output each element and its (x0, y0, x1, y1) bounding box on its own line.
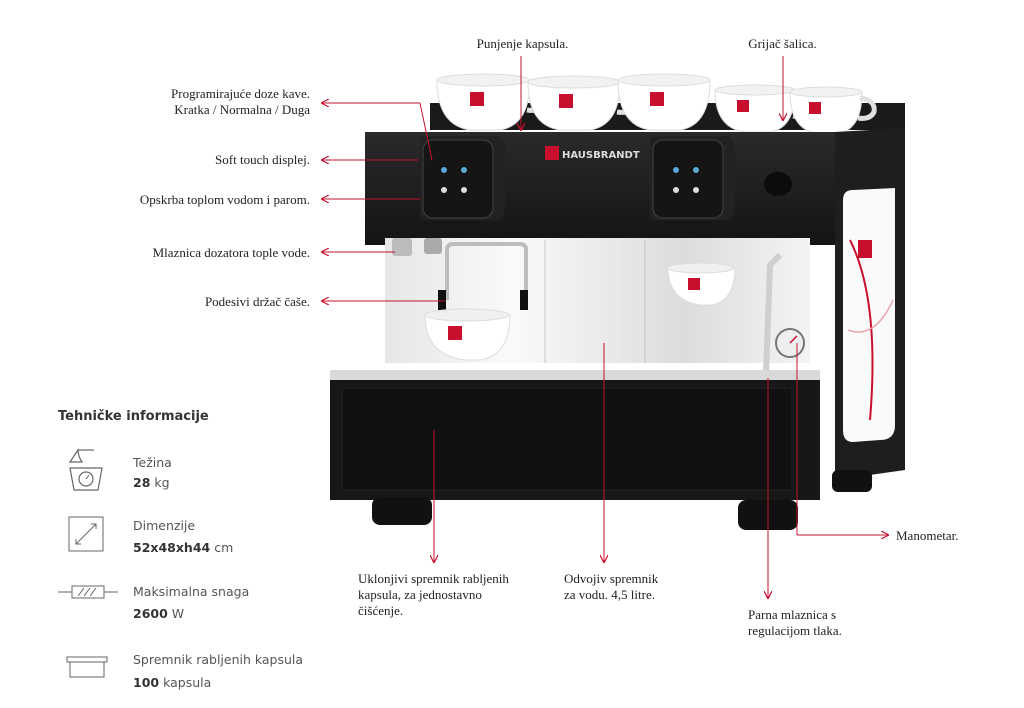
label-grijac: Grijač šalica. (748, 36, 817, 51)
spec-name-snaga: Maksimalna snaga (133, 584, 250, 599)
brand-logo: HAUSBRANDT (562, 150, 640, 161)
cup-holder (445, 242, 528, 300)
spec-value-snaga: 2600 W (133, 606, 185, 621)
label-uklonjivi-1: Uklonjivi spremnik rabljenih (358, 571, 509, 586)
capsule-drawer (341, 387, 793, 491)
steam-knob (764, 172, 792, 196)
dimension-icon (68, 516, 104, 552)
group-head-left (420, 136, 505, 220)
label-opskrba: Opskrba toplom vodom i parom. (139, 192, 310, 207)
heater-icon (58, 585, 118, 599)
spec-name-spremnik: Spremnik rabljenih kapsula (133, 652, 304, 667)
spec-value-dimenzije: 52x48xh44 cm (133, 540, 234, 555)
container-icon (66, 656, 108, 678)
label-punjenje: Punjenje kapsula. (476, 36, 569, 51)
label-uklonjivi-3: čišćenje. (358, 603, 404, 618)
label-uklonjivi-2: kapsula, za jednostavno (358, 587, 482, 602)
label-odvojiv-2: za vodu. 4,5 litre. (564, 587, 655, 602)
label-programirajuce-2: Kratka / Normalna / Duga (174, 102, 310, 117)
label-programirajuce-1: Programirajuće doze kave. (171, 86, 310, 101)
spec-name-tezina: Težina (133, 455, 172, 470)
label-podesivi: Podesivi držač čaše. (204, 294, 310, 309)
label-parna-2: regulacijom tlaka. (748, 623, 842, 638)
label-manometar: Manometar. (896, 528, 959, 543)
spec-value-spremnik: 100 kapsula (133, 675, 212, 690)
label-mlaznica-dozatora: Mlaznica dozatora tople vode. (152, 245, 310, 260)
steam-wand (763, 252, 783, 373)
label-odvojiv-1: Odvojiv spremnik (564, 571, 659, 586)
foot-left (372, 497, 432, 525)
group-head-right (650, 136, 735, 220)
spec-name-dimenzije: Dimenzije (133, 518, 196, 533)
label-soft-touch: Soft touch displej. (215, 152, 310, 167)
cups-row (436, 73, 877, 134)
label-parna-1: Parna mlaznica s (748, 607, 837, 622)
spec-value-tezina: 28 kg (133, 475, 170, 490)
scale-icon (68, 448, 103, 491)
callout-arrows (322, 56, 888, 598)
hot-water-spout (392, 238, 412, 256)
tech-info-title: Tehničke informacije (58, 409, 209, 424)
